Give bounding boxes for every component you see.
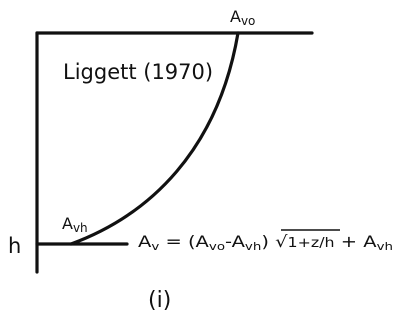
bottom-value-label: Avh — [62, 214, 88, 235]
eq-term2-sub: vh — [245, 240, 261, 253]
eq-radicand: 1+z/h — [288, 236, 335, 251]
eq-plus: + — [335, 232, 364, 251]
eq-term1-base: A — [196, 232, 209, 251]
top-label-subscript: vo — [241, 14, 255, 28]
diagram-title: Liggett (1970) — [63, 60, 213, 84]
eq-term3-base: A — [363, 232, 376, 251]
eq-term1-sub: vo — [209, 240, 225, 253]
eq-lhs-base: A — [138, 232, 151, 251]
top-label-base: A — [230, 7, 241, 26]
figure-label: (i) — [148, 288, 171, 313]
eq-minus: - — [225, 232, 232, 251]
eq-close-paren: ) — [261, 232, 269, 251]
eq-radical-sign: √ — [269, 232, 289, 251]
bottom-label-base: A — [62, 214, 73, 233]
depth-label: h — [8, 234, 21, 258]
bottom-label-subscript: vh — [73, 221, 88, 235]
eq-term3-sub: vh — [377, 240, 393, 253]
eq-equals-open: = ( — [159, 232, 195, 251]
profile-curve — [69, 31, 240, 246]
top-value-label: Avo — [230, 7, 255, 28]
eq-term2-base: A — [232, 232, 245, 251]
eq-lhs-sub: v — [151, 240, 160, 253]
